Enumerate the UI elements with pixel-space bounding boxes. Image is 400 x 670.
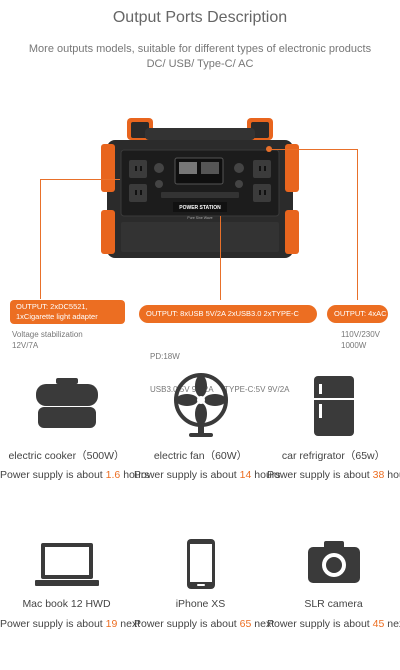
device-electric-fan: electric fan（60W） Power supply is about … (134, 370, 281, 490)
svg-text:Pure Sine Wave: Pure Sine Wave (187, 216, 212, 220)
fan-icon (173, 373, 228, 437)
port-label-dc-line-2: 1xCigarette light adapter (16, 312, 98, 321)
right-connector-h (270, 149, 358, 150)
device-name: electric cooker（500W） (8, 450, 125, 462)
port-label-dc: OUTPUT: 2xDC5521, 1xCigarette light adap… (10, 300, 125, 324)
middle-connector (220, 216, 221, 300)
page-subtitle: More outputs models, suitable for differ… (0, 42, 400, 72)
port-spec-ac-line-2: 1000W (341, 341, 367, 350)
camera-icon (307, 541, 360, 583)
left-connector-v (40, 179, 41, 299)
device-supply: Power supply is about 38 hours (267, 469, 400, 481)
port-label-usb-text: OUTPUT: 8xUSB 5V/2A 2xUSB3.0 2xTYPE-C (146, 309, 299, 318)
device-name: SLR camera (304, 598, 363, 610)
device-supply: Power supply is about 45 next (267, 618, 400, 630)
device-supply: Power supply is about 19 next (0, 618, 141, 630)
port-spec-dc-line-1: Voltage stabilization (12, 330, 83, 339)
phone-icon (186, 539, 215, 589)
port-spec-dc: Voltage stabilization 12V/7A (12, 329, 83, 351)
device-slr-camera: SLR camera Power supply is about 45 next (267, 535, 400, 635)
port-label-usb: OUTPUT: 8xUSB 5V/2A 2xUSB3.0 2xTYPE-C (139, 305, 317, 323)
port-label-ac: OUTPUT: 4xAC (327, 305, 388, 323)
device-supply: Power supply is about 1.6 hours (0, 469, 150, 481)
power-station-image: POWER STATION Pure Sine Wave (101, 118, 299, 258)
right-connector-dot (266, 146, 272, 152)
subtitle-line-1: More outputs models, suitable for differ… (28, 43, 372, 55)
device-car-refrigerator: car refrigrator（65w） Power supply is abo… (267, 370, 400, 490)
device-name: car refrigrator（65w） (281, 450, 386, 462)
svg-text:POWER STATION: POWER STATION (179, 205, 221, 211)
port-label-ac-text: OUTPUT: 4xAC (334, 309, 387, 318)
subtitle-line-2: DC/ USB/ Type-C/ AC (146, 58, 254, 70)
refrigerator-icon (313, 376, 354, 436)
page-title: Output Ports Description (112, 9, 288, 26)
device-mac-book: Mac book 12 HWD Power supply is about 19… (0, 535, 141, 635)
port-spec-ac: 110V/230V 1000W (341, 329, 380, 351)
left-connector-h (40, 179, 120, 180)
rice-cooker-icon (35, 378, 98, 428)
port-spec-ac-line-1: 110V/230V (341, 330, 380, 339)
port-spec-dc-line-2: 12V/7A (12, 341, 39, 350)
device-supply: Power supply is about 65 next (134, 618, 275, 630)
right-connector-v (357, 149, 358, 300)
device-name: electric fan（60W） (153, 450, 248, 462)
port-spec-usb-line-1: PD:18W (150, 352, 180, 361)
laptop-icon (34, 543, 99, 586)
port-label-dc-line-1: OUTPUT: 2xDC5521, (16, 302, 88, 311)
device-name: Mac book 12 HWD (22, 598, 111, 610)
device-electric-cooker: electric cooker（500W） Power supply is ab… (0, 370, 150, 490)
device-name: iPhone XS (175, 598, 226, 610)
device-supply: Power supply is about 14 hours (134, 469, 281, 481)
device-iphone-xs: iPhone XS Power supply is about 65 next (134, 535, 275, 635)
